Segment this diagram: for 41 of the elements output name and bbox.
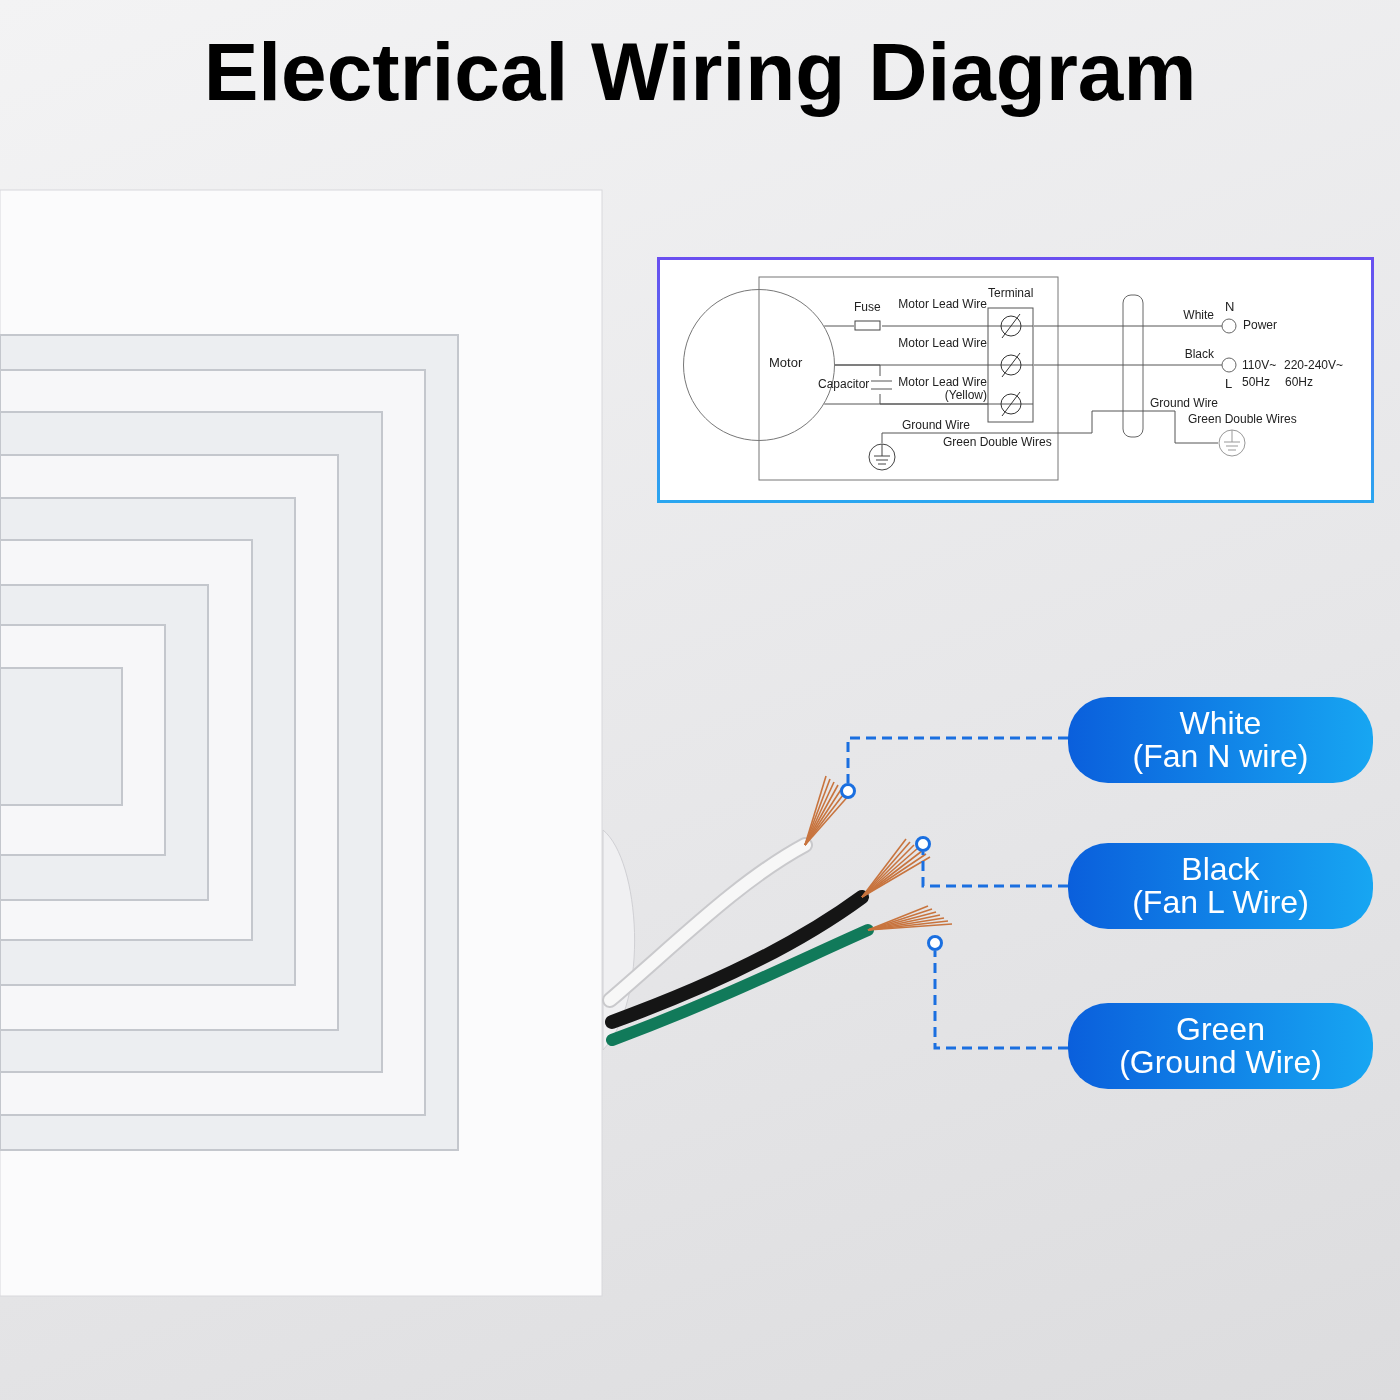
wire-label: Green Double Wires <box>1188 413 1297 426</box>
leader-line <box>921 852 1068 888</box>
wire <box>881 325 989 327</box>
power-spec-label: 110V~ <box>1242 359 1277 372</box>
power-spec-label: 220-240V~ <box>1284 359 1344 372</box>
wire <box>881 410 1219 444</box>
ground-symbol <box>1218 429 1246 457</box>
wire-label: Motor Lead Wire <box>897 298 987 311</box>
leader-line <box>846 736 1068 783</box>
wire-label: Ground Wire <box>1150 397 1219 410</box>
terminal-block <box>988 286 1034 424</box>
capacitor-symbol <box>816 376 894 394</box>
power-spec-label: 60Hz <box>1285 376 1313 389</box>
wire-label: Motor Lead Wire (Yellow) <box>897 376 987 402</box>
power-spec-label: 50Hz <box>1242 376 1270 389</box>
callout-label: Black (Fan L Wire) <box>1068 843 1373 929</box>
motor-label: Motor <box>769 356 803 369</box>
callout-label: Green (Ground Wire) <box>1068 1003 1373 1089</box>
leader-line <box>933 951 1068 1050</box>
terminal-label: Terminal <box>988 287 1034 300</box>
wire-label: Ground Wire <box>902 419 971 432</box>
wire <box>1033 325 1223 327</box>
wire-end-marker <box>927 935 943 951</box>
wire-label: Green Double Wires <box>943 436 1052 449</box>
wire <box>1033 364 1223 366</box>
fuse-symbol <box>854 299 882 333</box>
wire-end-marker <box>915 836 931 852</box>
ground-symbol <box>868 443 896 471</box>
wire-end-marker <box>840 783 856 799</box>
wire <box>823 325 855 327</box>
terminal-letter: N <box>1225 300 1235 313</box>
fuse-label: Fuse <box>854 301 881 314</box>
wire <box>834 364 881 377</box>
title: Electrical Wiring Diagram <box>202 25 1198 119</box>
wire <box>879 393 989 405</box>
terminal-letter: L <box>1225 377 1233 390</box>
wire-label: White <box>1180 309 1214 322</box>
capacitor-label: Capacitor <box>818 378 870 391</box>
power-label: Power <box>1243 319 1277 332</box>
callout-label: White (Fan N wire) <box>1068 697 1373 783</box>
wire-label: Motor Lead Wire <box>897 337 987 350</box>
